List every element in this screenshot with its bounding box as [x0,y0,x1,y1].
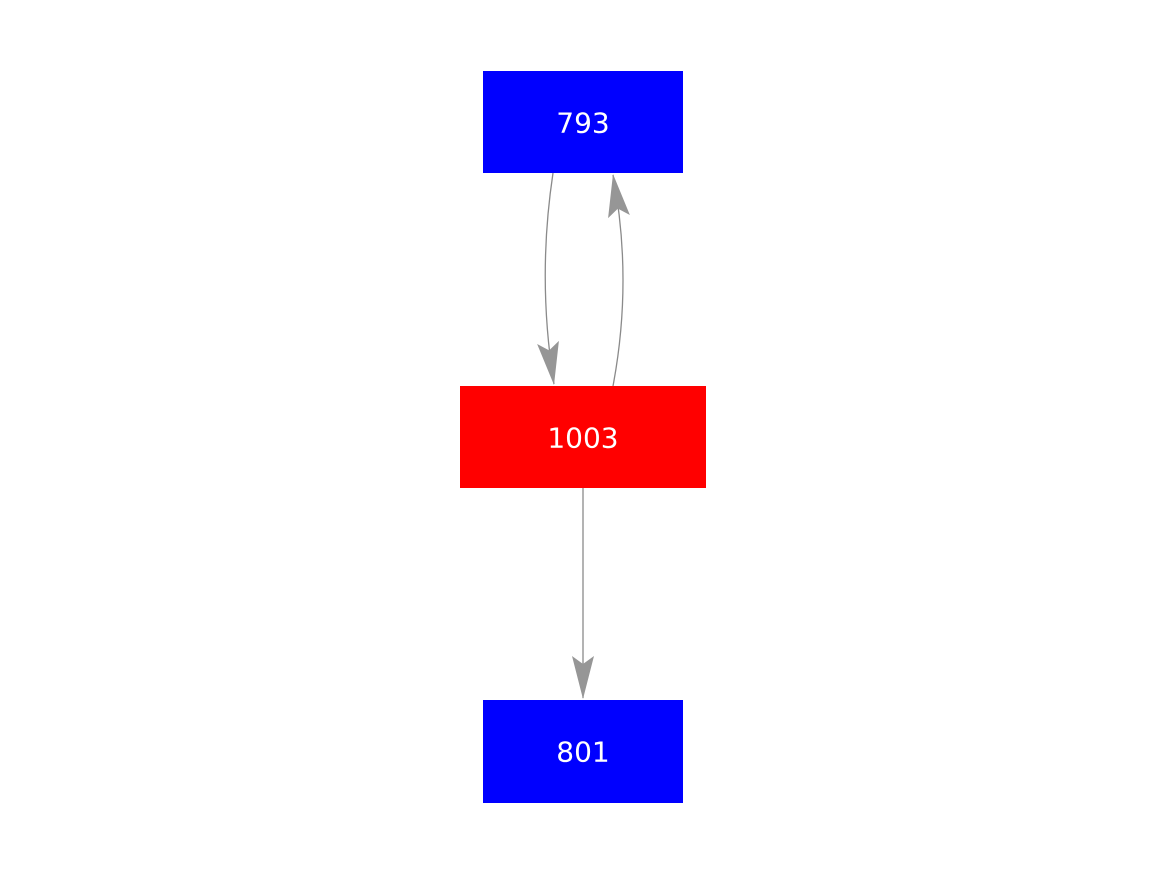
edge-1003-to-801 [572,488,594,699]
node-1003-label: 1003 [547,422,618,455]
arrowhead-down-into-1003-icon [537,340,559,385]
edge-793-to-1003 [537,172,559,385]
arrowhead-down-into-801-icon [572,656,594,699]
node-1003: 1003 [460,386,706,488]
edge-1003-to-793 [608,174,630,387]
node-793-label: 793 [556,107,609,140]
arrowhead-up-into-793-icon [608,174,630,219]
node-793-box [483,71,683,173]
node-801: 801 [483,700,683,803]
node-1003-box [460,386,706,488]
node-801-box [483,700,683,803]
node-793: 793 [483,71,683,173]
node-801-label: 801 [556,736,609,769]
